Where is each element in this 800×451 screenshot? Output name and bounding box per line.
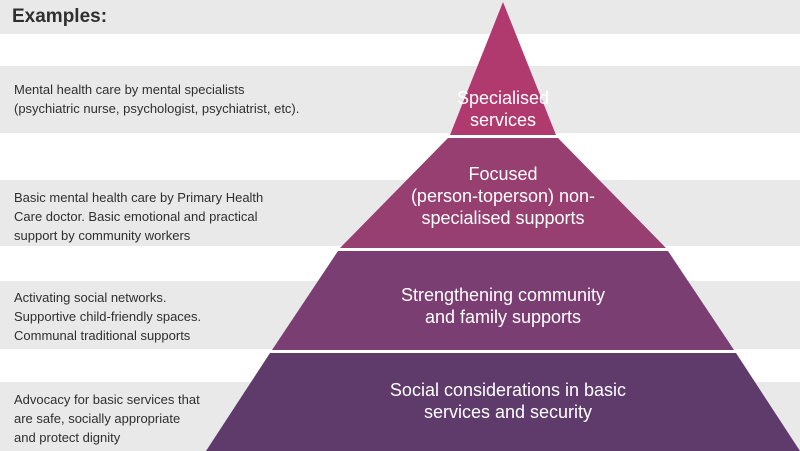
label-line: specialised supports: [421, 208, 585, 228]
example-line: Care doctor. Basic emotional and practic…: [14, 209, 258, 224]
label-line: (person-toperson) non-: [410, 186, 596, 206]
pyramid-tier-focused: [340, 138, 666, 248]
label-line: Focused: [468, 164, 538, 184]
example-line: Basic mental health care by Primary Heal…: [14, 190, 264, 205]
example-focused: Basic mental health care by Primary Heal…: [14, 188, 263, 245]
level-label-basic-services: Social considerations in basic services …: [338, 379, 678, 423]
pyramid-tier-specialised: [450, 2, 556, 135]
label-line: services: [469, 110, 536, 130]
pyramid-tier-basic-services: [206, 353, 800, 451]
example-basic-services: Advocacy for basic services that are saf…: [14, 390, 200, 447]
example-line: Communal traditional supports: [14, 328, 191, 343]
examples-heading: Examples:: [12, 6, 108, 27]
label-line: Strengthening community: [400, 285, 606, 305]
example-line: are safe, socially appropriate: [14, 411, 181, 426]
example-line: Advocacy for basic services that: [14, 392, 200, 407]
label-line: services and security: [423, 402, 593, 422]
label-line: Social considerations in basic: [389, 380, 627, 400]
example-line: and protect dignity: [14, 430, 121, 445]
label-line: Specialised: [456, 88, 550, 108]
example-line: support by community workers: [14, 228, 191, 243]
header-band: [0, 0, 800, 34]
level-label-specialised: Specialised services: [433, 87, 573, 131]
example-band-1: [0, 66, 800, 133]
example-community: Activating social networks. Supportive c…: [14, 288, 201, 345]
label-line: and family supports: [424, 307, 582, 327]
level-label-focused: Focused (person-toperson) non- specialis…: [383, 163, 623, 229]
example-line: (psychiatric nurse, psychologist, psychi…: [14, 101, 300, 116]
example-line: Supportive child-friendly spaces.: [14, 309, 202, 324]
example-line: Activating social networks.: [14, 290, 167, 305]
example-specialised: Mental health care by mental specialists…: [14, 80, 299, 118]
level-label-community: Strengthening community and family suppo…: [353, 284, 653, 328]
pyramid-tier-community: [272, 251, 734, 350]
example-line: Mental health care by mental specialists: [14, 82, 245, 97]
